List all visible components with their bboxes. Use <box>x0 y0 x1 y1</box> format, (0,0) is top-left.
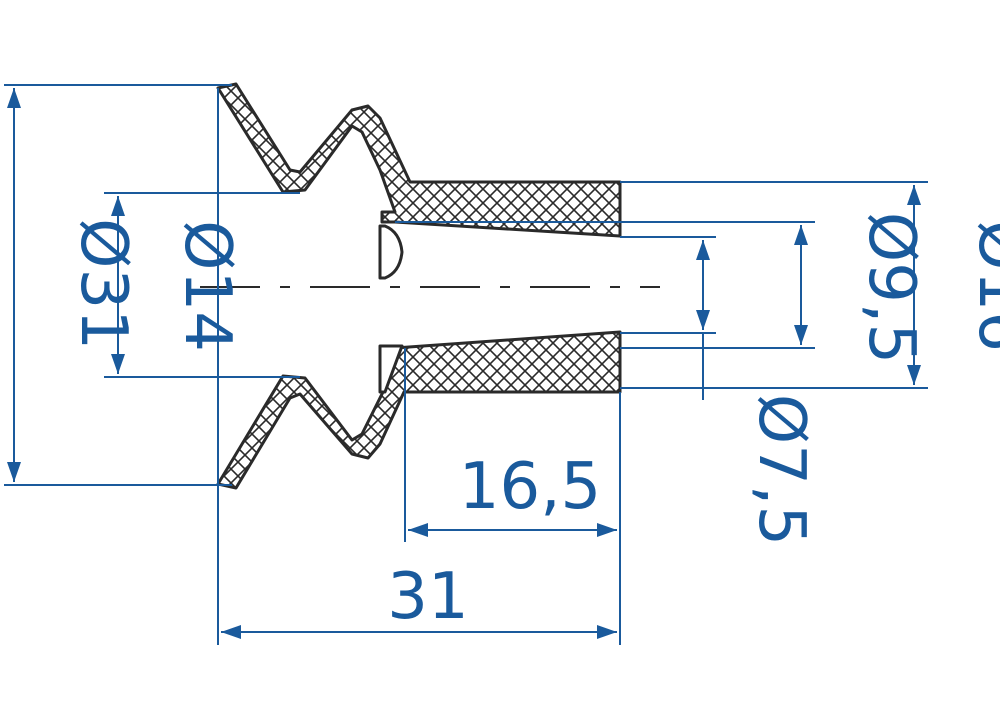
dimension-lines <box>4 84 928 645</box>
label-bore-wide-diameter: Ø9,5 <box>854 212 928 364</box>
upper-lip <box>378 224 404 280</box>
lower-bellows-wall <box>216 330 622 490</box>
label-overall-length: 31 <box>387 560 468 634</box>
part-section <box>200 82 660 490</box>
label-neck-diameter: Ø14 <box>170 220 244 352</box>
upper-bellows-wall <box>216 82 622 238</box>
lower-lip <box>378 344 404 394</box>
label-tube-outer-diameter: Ø16 <box>964 220 1000 352</box>
label-tube-length: 16,5 <box>459 450 602 524</box>
dimension-labels: Ø31 Ø14 Ø9,5 Ø16 Ø7,5 16,5 31 <box>66 212 1000 634</box>
label-bore-narrow-diameter: Ø7,5 <box>744 394 818 546</box>
label-outer-diameter: Ø31 <box>66 218 140 350</box>
